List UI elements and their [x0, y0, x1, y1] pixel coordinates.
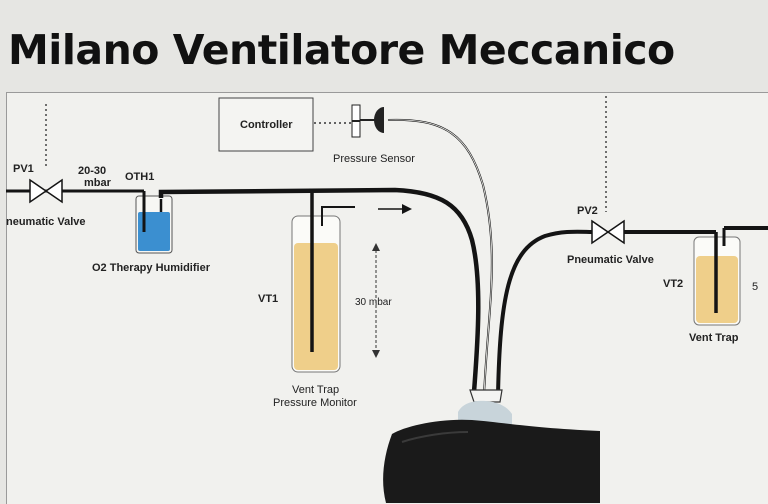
vt1-pressure-label: 30 mbar — [355, 297, 392, 308]
diagram-panel — [6, 92, 768, 504]
controller-box — [218, 97, 314, 152]
sensor-tube-inner — [387, 119, 493, 396]
pv2-label: PV2 — [577, 205, 598, 217]
vt1-fluid — [294, 243, 338, 370]
pv2-valve-label: Pneumatic Valve — [567, 254, 654, 266]
vt2-vent-trap-label: Vent Trap — [689, 332, 739, 344]
page-title: Milano Ventilatore Meccanico — [8, 26, 675, 74]
pressure-sensor-label: Pressure Sensor — [333, 153, 415, 165]
vt2-label: VT2 — [663, 278, 683, 290]
vt1-label: VT1 — [258, 293, 278, 305]
controller-label: Controller — [240, 119, 293, 131]
pressure-range-value: 20-30 — [78, 165, 106, 177]
main-line — [158, 187, 481, 393]
vent-trap-label: Vent Trap — [292, 384, 339, 396]
vt1-vent-tube — [321, 206, 355, 226]
humidifier-water — [138, 212, 170, 251]
vt2-edge-label: 5 — [752, 281, 758, 293]
device-highlight — [401, 431, 469, 443]
pv2-valve-icon — [591, 219, 625, 245]
pressure-range-unit: mbar — [84, 177, 112, 189]
ventilator-device-image — [383, 419, 600, 503]
connector-fitting — [458, 400, 512, 425]
pv1-valve-icon — [29, 178, 63, 204]
patient-connector — [469, 389, 503, 403]
pv1-valve-label: neumatic Valve — [6, 216, 86, 228]
oth1-label: OTH1 — [125, 171, 154, 183]
vt1-level-dimension — [372, 243, 380, 358]
pressure-sensor-icon — [351, 104, 384, 138]
outlet-line — [496, 229, 597, 396]
pressure-monitor-label: Pressure Monitor — [273, 397, 357, 409]
flow-arrow-icon — [378, 204, 412, 214]
pv1-label: PV1 — [13, 163, 34, 175]
humidifier-label: O2 Therapy Humidifier — [92, 262, 211, 274]
